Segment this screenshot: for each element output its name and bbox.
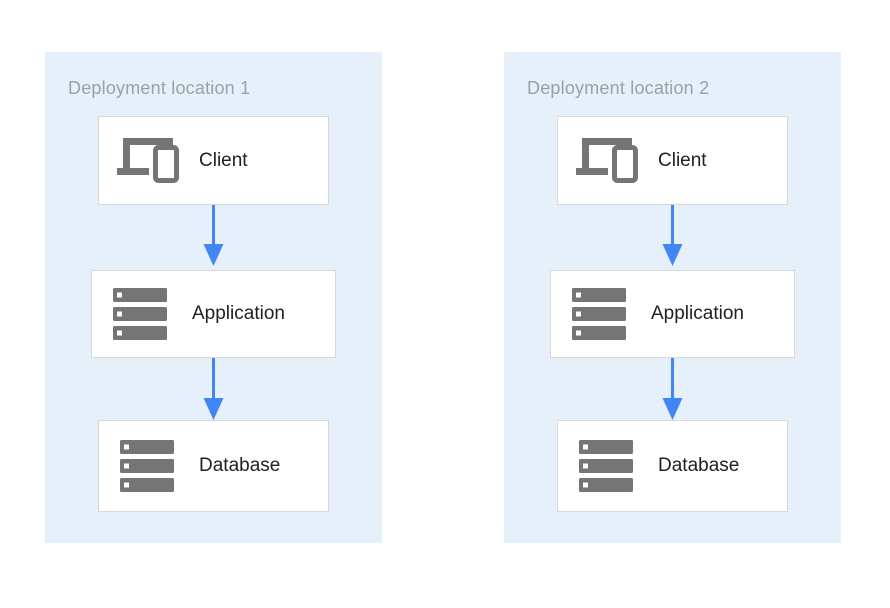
deployment-panel-2: Deployment location 2 Client — [504, 52, 841, 543]
server-stack-icon — [572, 288, 626, 340]
node-label: Client — [658, 149, 707, 171]
node-client: Client — [557, 116, 788, 205]
node-label: Application — [192, 303, 285, 324]
panel-title: Deployment location 1 — [68, 78, 251, 98]
node-database: Database — [557, 420, 788, 512]
node-application: Application — [550, 270, 795, 358]
server-stack-icon — [579, 440, 633, 492]
node-label: Application — [651, 303, 744, 324]
arrow-down-icon — [203, 205, 224, 266]
node-database: Database — [98, 420, 329, 512]
node-client: Client — [98, 116, 329, 205]
server-stack-icon — [113, 288, 167, 340]
arrow-down-icon — [662, 205, 683, 266]
node-application: Application — [91, 270, 336, 358]
server-stack-icon — [120, 440, 174, 492]
deployment-panel-1: Deployment location 1 Client — [45, 52, 382, 543]
arrow-down-icon — [203, 358, 224, 420]
arrow-down-icon — [662, 358, 683, 420]
panel-title: Deployment location 2 — [527, 78, 710, 98]
node-label: Database — [658, 455, 740, 476]
node-label: Database — [199, 455, 281, 476]
client-devices-icon — [576, 138, 638, 183]
client-devices-icon — [117, 138, 179, 183]
node-label: Client — [199, 149, 248, 171]
